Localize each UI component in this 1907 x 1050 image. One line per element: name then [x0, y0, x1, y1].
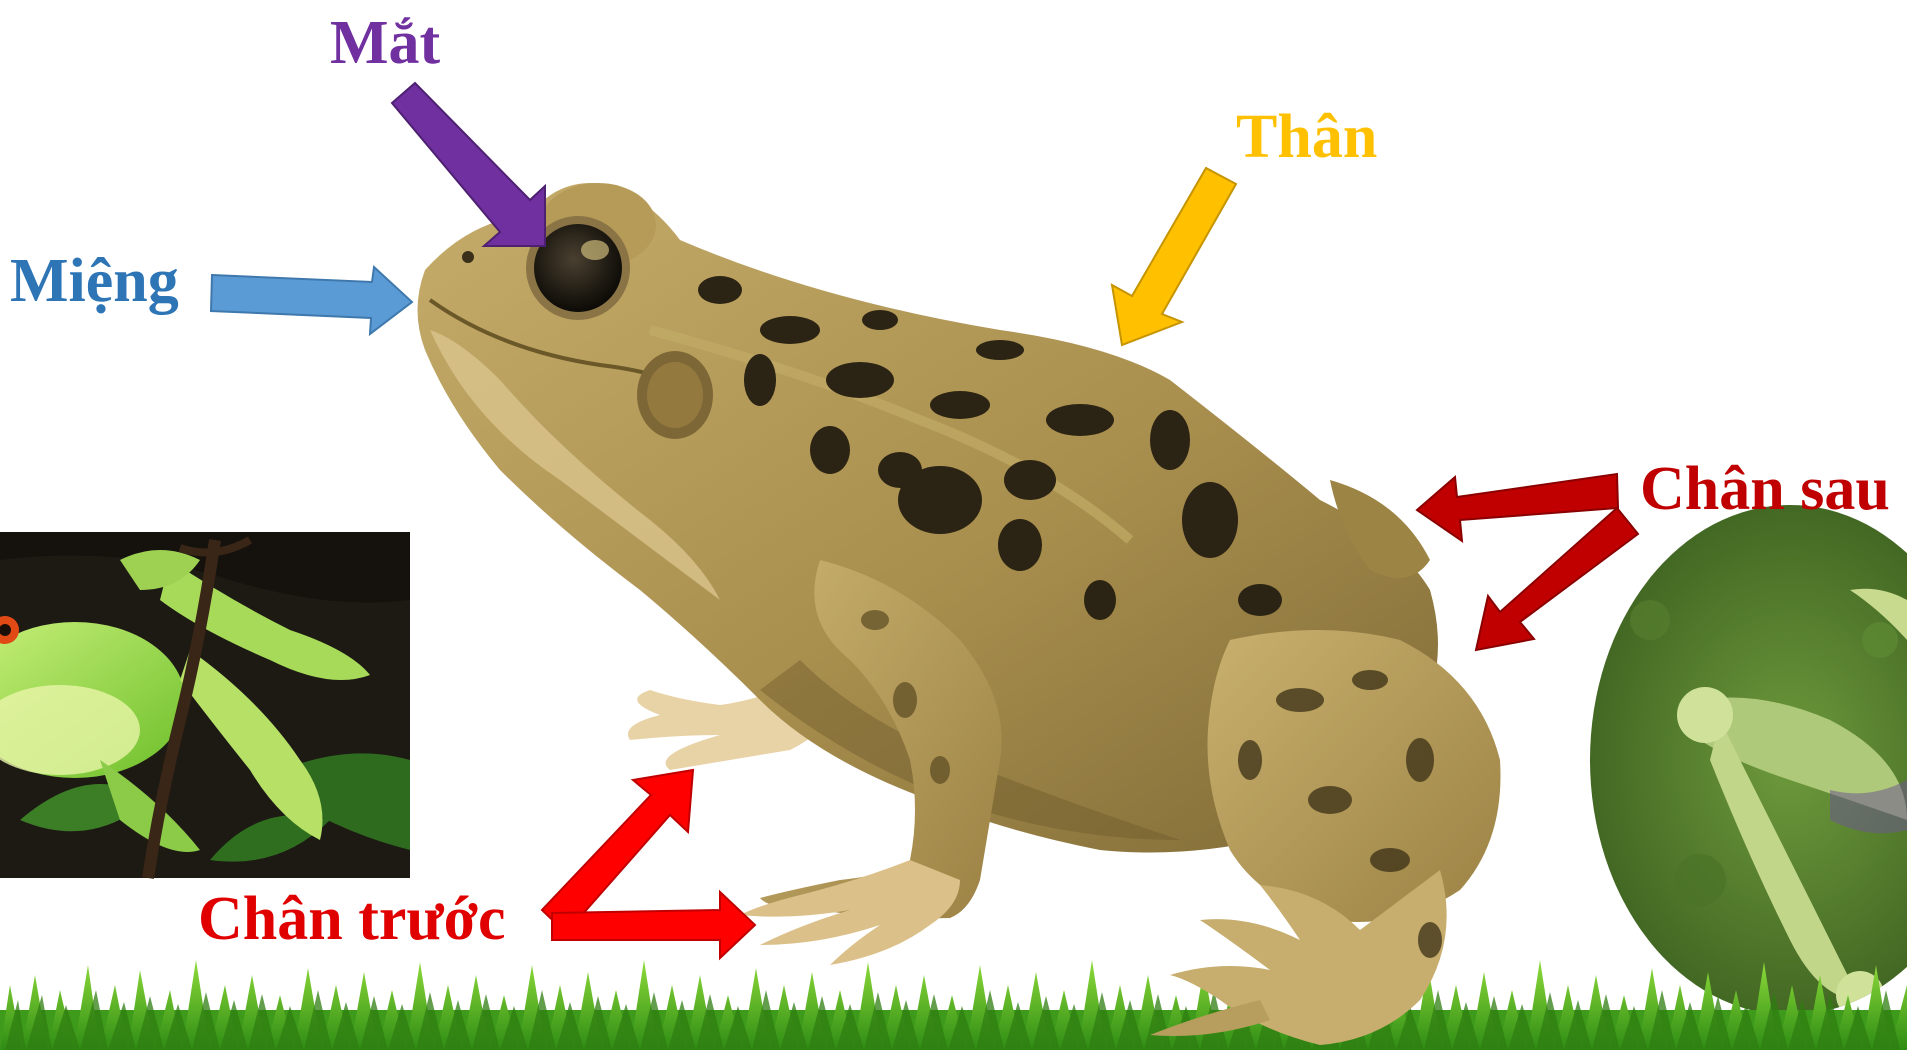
front-legs-arrows	[542, 770, 755, 958]
eye-arrow	[392, 83, 545, 246]
left-inset-photo	[0, 532, 410, 878]
body-arrow	[1112, 168, 1236, 345]
hind-legs-arrows	[1417, 474, 1638, 650]
eye-label: Mắt	[330, 12, 440, 74]
hind-legs-label: Chân sau	[1640, 458, 1890, 520]
front-legs-label: Chân trước	[198, 888, 505, 950]
right-inset-photo	[1590, 505, 1907, 1019]
mouth-label: Miệng	[10, 250, 179, 312]
mouth-arrow	[211, 267, 412, 334]
body-label: Thân	[1236, 106, 1377, 168]
grass-strip	[0, 960, 1907, 1050]
